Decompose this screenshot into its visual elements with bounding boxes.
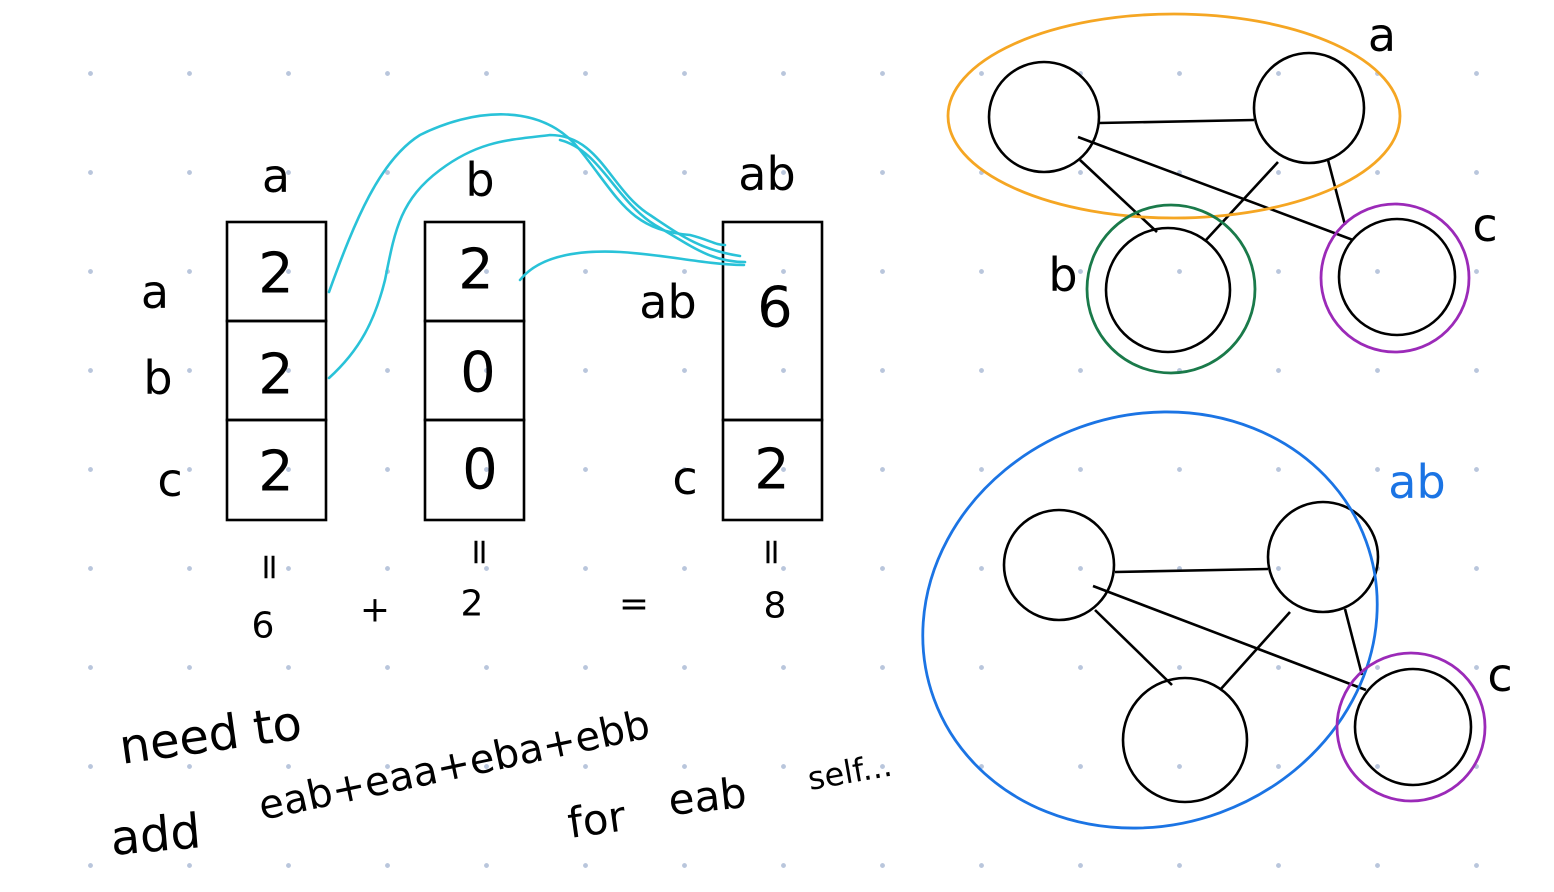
community-label-c: c [1472,198,1497,252]
matrix-ab-equals: = [752,537,793,567]
graph-edge [1098,118,1255,125]
matrix-b-cell [423,418,526,522]
connector-aa-to-ab [327,113,727,294]
graph-node [1266,500,1380,614]
matrix-ab: ab 6 2 ab c = 8 [639,147,824,627]
note-line-2: add [108,803,203,867]
connector-ba-to-ab [327,133,742,380]
note-line-1: need to [116,695,305,776]
connector-b-to-ab [518,250,746,282]
matrix-a-header: a [262,149,290,203]
community-label-c: c [1487,648,1512,702]
matrix-ab-total: 8 [764,586,787,627]
matrix-b-value: 0 [460,341,496,406]
graph-edge [1205,161,1279,241]
community-c-outline [1335,651,1487,803]
graph-node [1353,667,1473,787]
graph-edge [1092,584,1367,692]
graph-edge [1114,567,1269,574]
matrix-b-total: 2 [461,584,484,625]
community-label-b: b [1048,248,1077,302]
matrix-ab-value: 2 [754,438,790,503]
matrix-a-equals: = [250,552,291,582]
connector-ab-sum [558,138,747,264]
matrix-b-header: b [465,153,494,207]
matrix-a-value: 2 [258,242,294,307]
matrix-a-total: 6 [252,606,275,647]
connector-strokes [327,113,747,380]
matrix-a-value: 2 [258,440,294,505]
graph-edge [1343,608,1364,676]
matrix-a-value: 2 [258,343,294,408]
matrix-ab-header: ab [738,147,795,201]
graph-edge [1077,135,1354,242]
matrix-b: b 2 0 0 = 2 [423,153,526,625]
community-c-outline [1319,202,1471,354]
handwritten-notes: need to add eab+eaa+eba+ebb for eab self… [108,695,895,867]
row-label: ab [639,275,696,329]
graph-top: a b c [946,8,1498,375]
note-for: for [565,791,630,848]
graph-node [1121,676,1249,804]
graph-edge [1094,609,1173,686]
matrix-b-equals: = [460,537,501,567]
matrix-b-value: 0 [462,438,498,503]
note-self: self... [805,746,895,798]
graph-node [987,60,1101,174]
graph-node [1252,51,1366,165]
graph-node [1002,508,1116,622]
community-label-a: a [1368,8,1396,62]
plus-sign: + [360,590,390,631]
row-label: c [157,453,182,507]
community-b-outline [1085,203,1257,375]
matrix-ab-cell [721,418,824,522]
community-a-outline [946,12,1402,220]
graph-node [1104,226,1232,354]
graph-bottom: ab c [921,410,1513,830]
row-label: a [141,265,169,319]
row-label: c [672,451,697,505]
note-eab: eab [666,768,749,825]
equals-sign: = [619,584,649,625]
community-label-ab: ab [1388,455,1445,509]
matrix-b-value: 2 [458,238,494,303]
community-ab-outline [921,410,1379,830]
graph-edge [1079,159,1158,233]
graph-edge [1326,159,1347,226]
matrix-a: a 2 2 2 a b c = 6 [141,149,328,647]
graph-node [1337,217,1457,337]
row-label: b [143,351,172,405]
graph-edge [1219,611,1291,691]
matrix-ab-value: 6 [757,276,793,341]
matrix-a-cell [225,418,328,522]
